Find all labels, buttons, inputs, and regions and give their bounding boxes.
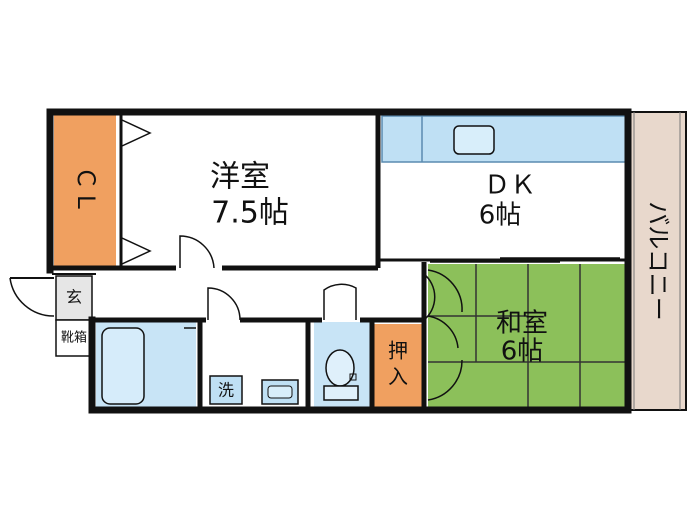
closet — [54, 114, 116, 266]
door-swing-icon — [179, 235, 215, 269]
western-room-size: 7.5帖 — [211, 196, 289, 231]
genkan-label: 玄 — [66, 288, 82, 307]
toilet-icon — [323, 349, 359, 401]
japanese-room — [428, 264, 626, 410]
oshiire-label-2: 入 — [388, 365, 408, 389]
japanese-room-name: 和室 — [496, 309, 548, 339]
door-swing-icon — [323, 283, 357, 320]
closet-door-icon — [121, 237, 152, 265]
closet-door-icon — [121, 119, 152, 147]
door-swing-icon — [427, 359, 463, 401]
western-room-name: 洋室 — [210, 160, 270, 195]
exterior-walls — [46, 108, 632, 414]
door-swing-icon — [427, 315, 459, 349]
sink-icon — [453, 125, 495, 155]
kitchen-counter-icon — [381, 115, 627, 163]
oshiire — [374, 324, 424, 410]
washer-icon — [209, 375, 243, 405]
genkan — [55, 275, 93, 321]
japanese-room-size: 6帖 — [501, 337, 544, 367]
interior-walls — [52, 112, 626, 410]
shoe-box-label: 靴箱 — [61, 330, 87, 346]
door-swing-icon — [207, 287, 241, 321]
balcony — [627, 111, 687, 411]
dk-room-name: ＤＫ — [484, 171, 536, 201]
door-swing-icon — [427, 269, 463, 313]
bathtub-icon — [101, 327, 145, 405]
dk-room-size: 6帖 — [479, 201, 522, 231]
sliding-door-icon — [430, 257, 620, 263]
door-swing-icon — [423, 273, 436, 321]
closet-label: ＣＬ — [72, 166, 100, 214]
entrance-door-icon — [9, 277, 55, 317]
oshiire-label-1: 押 — [388, 339, 408, 363]
balcony-label: バルコニー — [644, 201, 672, 321]
washer-label: 洗 — [218, 381, 234, 400]
